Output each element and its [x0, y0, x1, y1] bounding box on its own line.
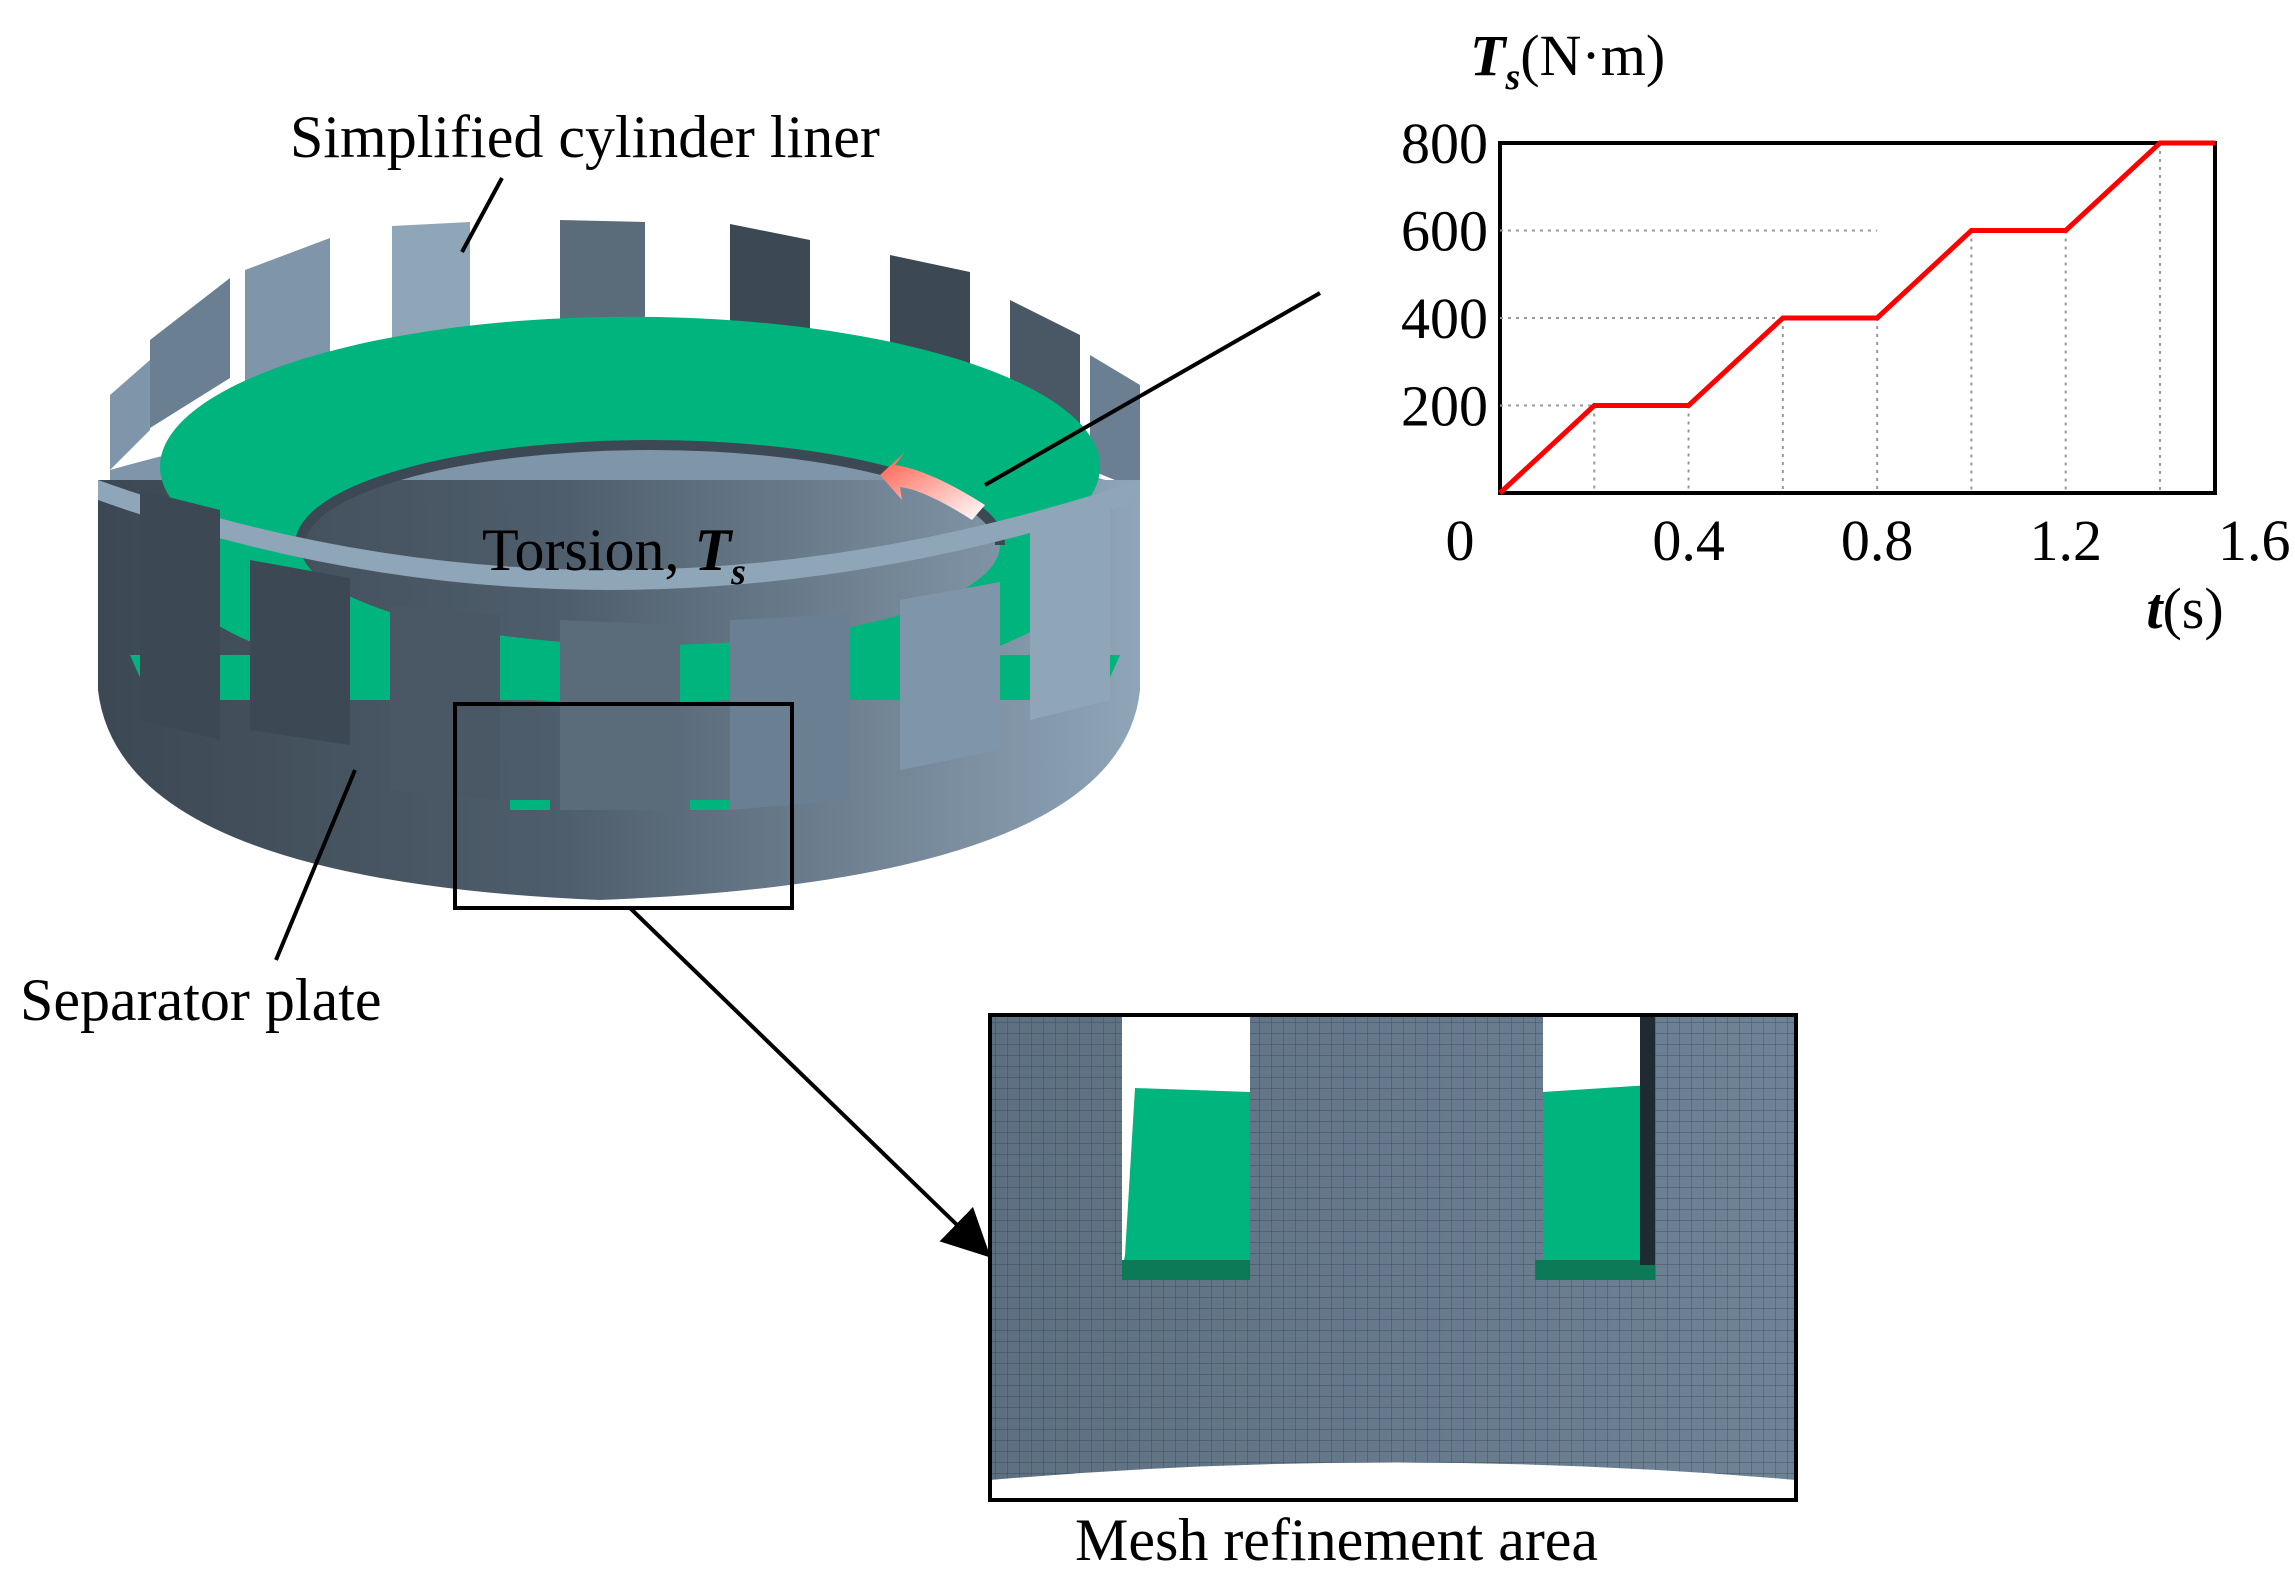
- chart-y-tick-label: 200: [1401, 374, 1488, 439]
- chart-x-tick-label: 0: [1446, 508, 1475, 573]
- chart-x-tick-label: 0.8: [1841, 508, 1914, 573]
- chart-y-tick-label: 600: [1401, 199, 1488, 264]
- liner-front-teeth: [140, 490, 1110, 810]
- refinement-arrow: [628, 906, 991, 1258]
- chart-leader-line: [984, 291, 1321, 487]
- chart-grid: [1500, 143, 2161, 493]
- chart-y-tick-label: 400: [1401, 286, 1488, 351]
- chart-x-axis-label: t(s): [2146, 576, 2223, 641]
- chart-x-tick-labels: 0 0.4 0.8 1.2 1.6: [1446, 508, 2291, 573]
- chart-y-tick-label: 800: [1401, 111, 1488, 176]
- mesh-label: Mesh refinement area: [1075, 1507, 1598, 1573]
- plate-leader-line: [274, 769, 357, 961]
- mesh-zoom-view: [988, 1013, 1798, 1502]
- liner-leader-line: [460, 177, 504, 253]
- torsion-arrow-icon: [880, 452, 985, 520]
- liner-front-rim: [98, 480, 1140, 590]
- torsion-label: Torsion, Ts: [482, 517, 746, 593]
- chart-y-axis-label: Ts(N·m): [1470, 23, 1665, 98]
- liner-label: Simplified cylinder liner: [290, 104, 880, 170]
- mesh-slot-plate-right: [1543, 1085, 1650, 1270]
- liner-slot-floors: [510, 800, 730, 810]
- mesh-slot-plate-left: [1122, 1088, 1250, 1278]
- chart-series-line: [1498, 140, 2215, 495]
- separator-plate: [160, 316, 1100, 704]
- mesh-zoom-frame: [988, 1013, 1798, 1502]
- chart-x-tick-label: 1.2: [2029, 508, 2102, 573]
- chart-y-tick-labels: 200 400 600 800: [1401, 111, 1488, 439]
- cylinder-liner-model: [98, 220, 1140, 900]
- plate-label: Separator plate: [20, 967, 382, 1033]
- chart-x-tick-label: 1.6: [2218, 508, 2291, 573]
- refinement-box: [453, 702, 794, 910]
- chart-series: [1498, 140, 2215, 495]
- load-chart: 200 400 600 800 0 0.4 0.8 1.2 1.6 Ts(N·m) t(s): [1401, 23, 2291, 641]
- chart-x-tick-label: 0.4: [1652, 508, 1725, 573]
